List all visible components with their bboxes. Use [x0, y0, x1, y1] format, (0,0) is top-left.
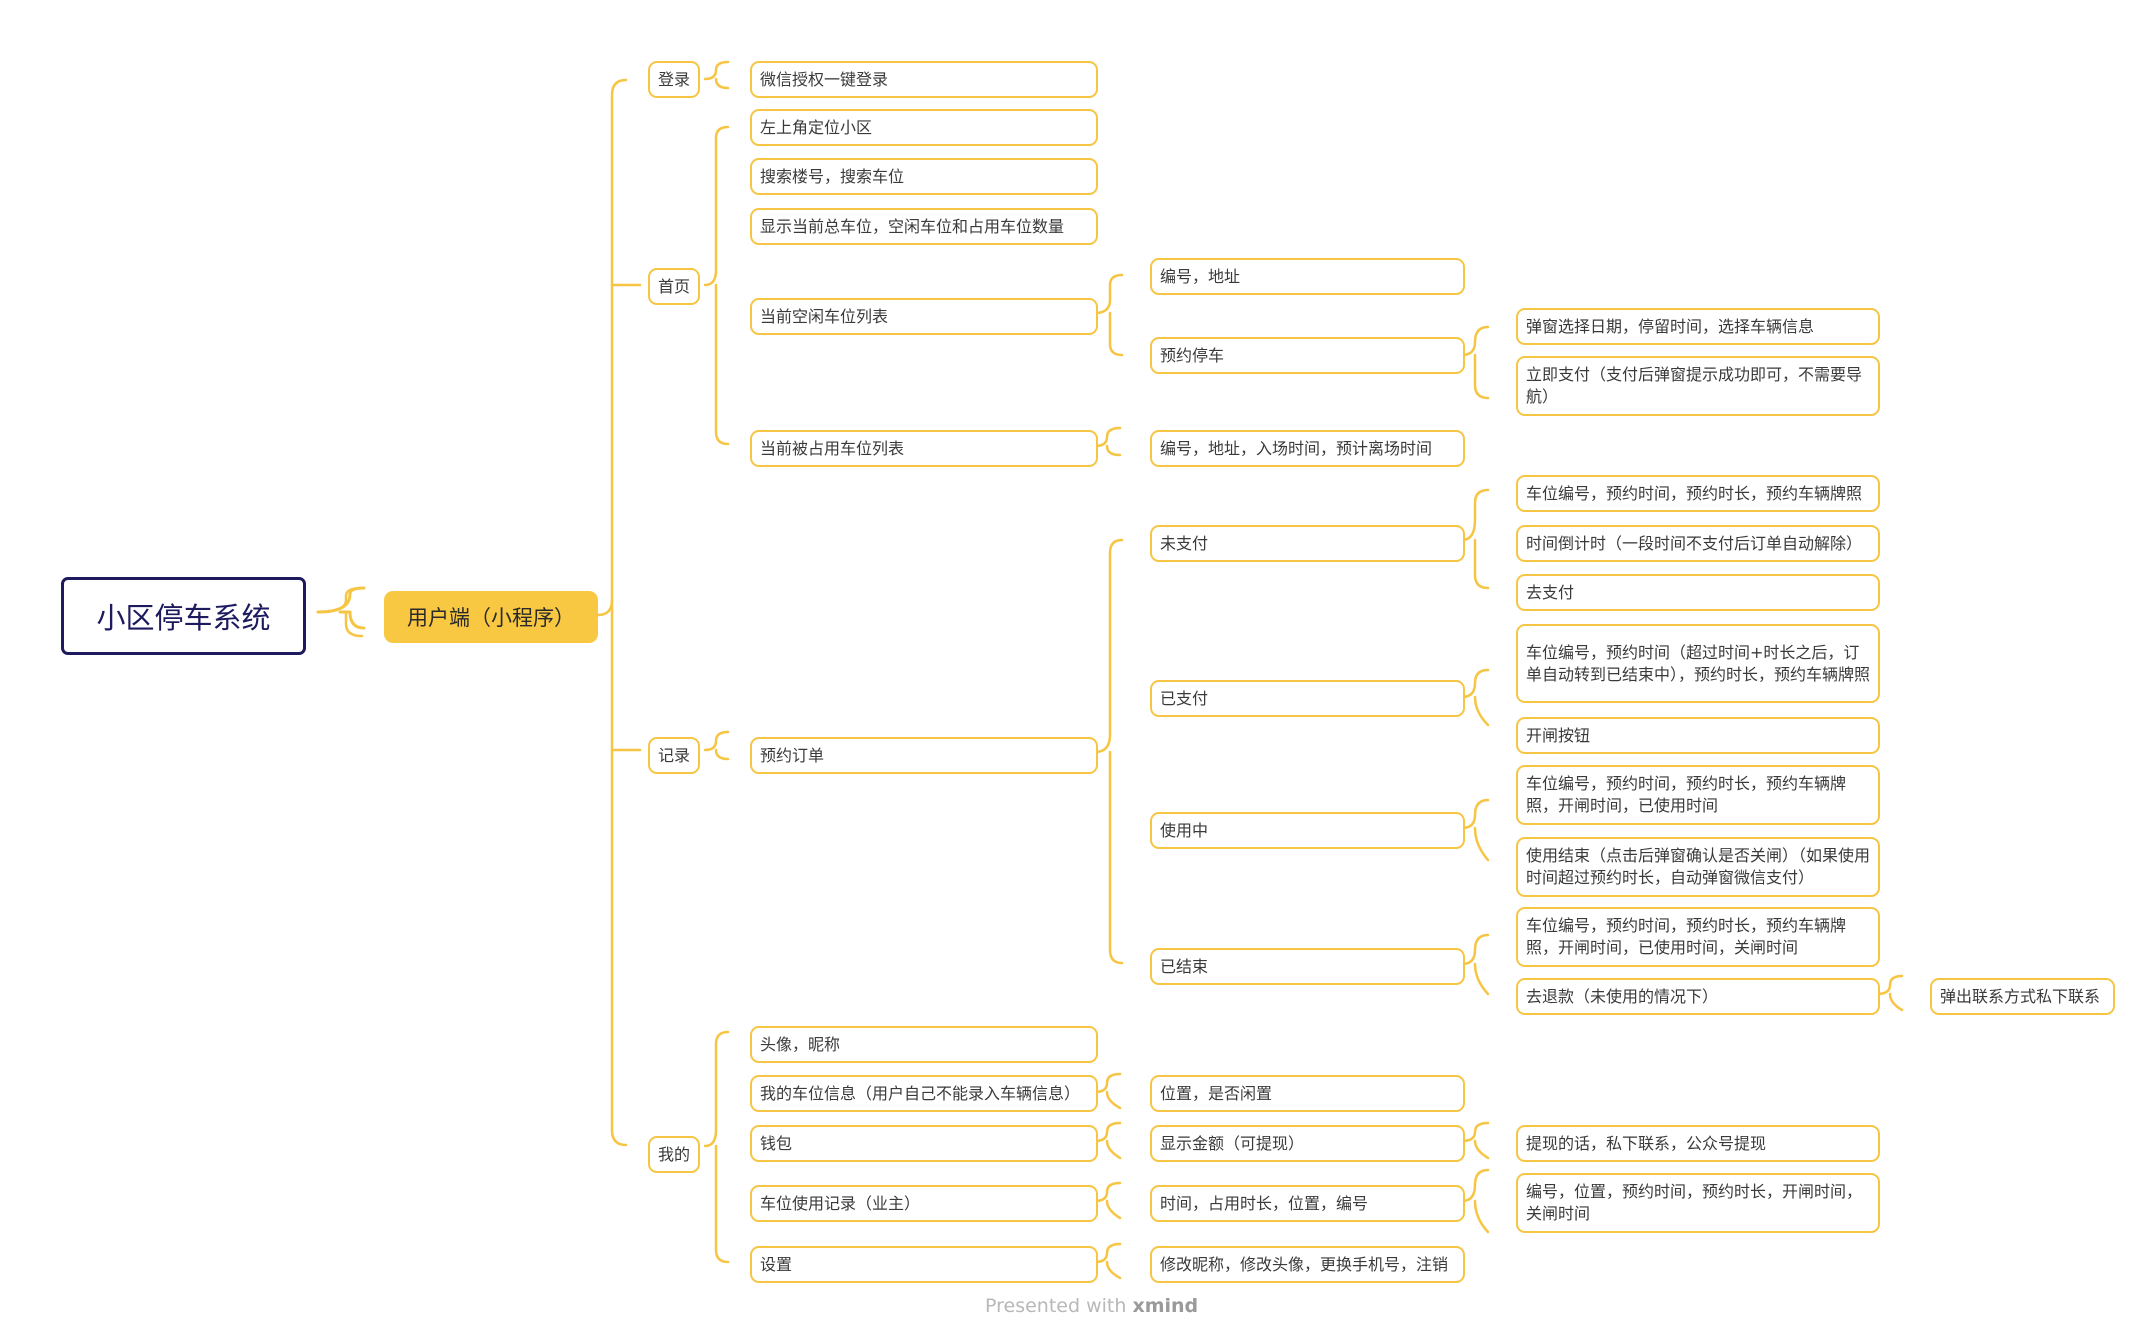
node-countdown[interactable]: 时间倒计时（一段时间不支付后订单自动解除） — [1516, 525, 1880, 562]
node-finished-info[interactable]: 车位编号，预约时间，预约时长，预约车辆牌照，开闸时间，已使用时间，关闸时间 — [1516, 907, 1880, 967]
node-pay-now[interactable]: 立即支付（支付后弹窗提示成功即可，不需要导航） — [1516, 356, 1880, 416]
node-finished[interactable]: 已结束 — [1150, 948, 1465, 985]
node-settings-info[interactable]: 修改昵称，修改头像，更换手机号，注销 — [1150, 1246, 1465, 1283]
main-topic-node[interactable]: 用户端（小程序） — [384, 591, 598, 643]
category-home[interactable]: 首页 — [648, 268, 700, 305]
node-in-use[interactable]: 使用中 — [1150, 812, 1465, 849]
node-unpaid-info[interactable]: 车位编号，预约时间，预约时长，预约车辆牌照 — [1516, 475, 1880, 512]
node-orders[interactable]: 预约订单 — [750, 737, 1098, 774]
node-in-use-info[interactable]: 车位编号，预约时间，预约时长，预约车辆牌照，开闸时间，已使用时间 — [1516, 765, 1880, 825]
node-paid-info[interactable]: 车位编号，预约时间（超过时间+时长之后，订单自动转到已结束中），预约时长，预约车… — [1516, 624, 1880, 703]
node-open-gate[interactable]: 开闸按钮 — [1516, 717, 1880, 754]
node-wallet[interactable]: 钱包 — [750, 1125, 1098, 1162]
root-node[interactable]: 小区停车系统 — [61, 577, 306, 655]
node-wechat-login[interactable]: 微信授权一键登录 — [750, 61, 1098, 98]
node-free-no-addr[interactable]: 编号，地址 — [1150, 258, 1465, 295]
node-end-use[interactable]: 使用结束（点击后弹窗确认是否关闸）（如果使用时间超过预约时长，自动弹窗微信支付） — [1516, 837, 1880, 897]
node-paid[interactable]: 已支付 — [1150, 680, 1465, 717]
node-occupied-info[interactable]: 编号，地址，入场时间，预计离场时间 — [1150, 430, 1465, 467]
node-withdraw[interactable]: 提现的话，私下联系，公众号提现 — [1516, 1125, 1880, 1162]
node-usage-info[interactable]: 时间，占用时长，位置，编号 — [1150, 1185, 1465, 1222]
node-my-space[interactable]: 我的车位信息（用户自己不能录入车辆信息） — [750, 1075, 1098, 1112]
node-contact[interactable]: 弹出联系方式私下联系 — [1930, 978, 2115, 1015]
node-my-space-info[interactable]: 位置，是否闲置 — [1150, 1075, 1465, 1112]
watermark-brand: xmind — [1132, 1295, 1199, 1317]
node-wallet-amount[interactable]: 显示金额（可提现） — [1150, 1125, 1465, 1162]
node-show-count[interactable]: 显示当前总车位，空闲车位和占用车位数量 — [750, 208, 1098, 245]
node-settings[interactable]: 设置 — [750, 1246, 1098, 1283]
node-usage-detail[interactable]: 编号，位置，预约时间，预约时长，开闸时间，关闸时间 — [1516, 1173, 1880, 1233]
node-free-list[interactable]: 当前空闲车位列表 — [750, 298, 1098, 335]
category-mine[interactable]: 我的 — [648, 1136, 700, 1173]
node-search[interactable]: 搜索楼号，搜索车位 — [750, 158, 1098, 195]
node-popup-select[interactable]: 弹窗选择日期，停留时间，选择车辆信息 — [1516, 308, 1880, 345]
node-go-pay[interactable]: 去支付 — [1516, 574, 1880, 611]
node-usage-log[interactable]: 车位使用记录（业主） — [750, 1185, 1098, 1222]
watermark-prefix: Presented with — [985, 1295, 1127, 1317]
category-records[interactable]: 记录 — [648, 737, 700, 774]
node-avatar[interactable]: 头像，昵称 — [750, 1026, 1098, 1063]
node-locate[interactable]: 左上角定位小区 — [750, 109, 1098, 146]
watermark: Presented with xmind — [985, 1295, 1198, 1317]
node-reserve[interactable]: 预约停车 — [1150, 337, 1465, 374]
node-unpaid[interactable]: 未支付 — [1150, 525, 1465, 562]
node-refund[interactable]: 去退款（未使用的情况下） — [1516, 978, 1880, 1015]
category-login[interactable]: 登录 — [648, 61, 700, 98]
node-occupied-list[interactable]: 当前被占用车位列表 — [750, 430, 1098, 467]
